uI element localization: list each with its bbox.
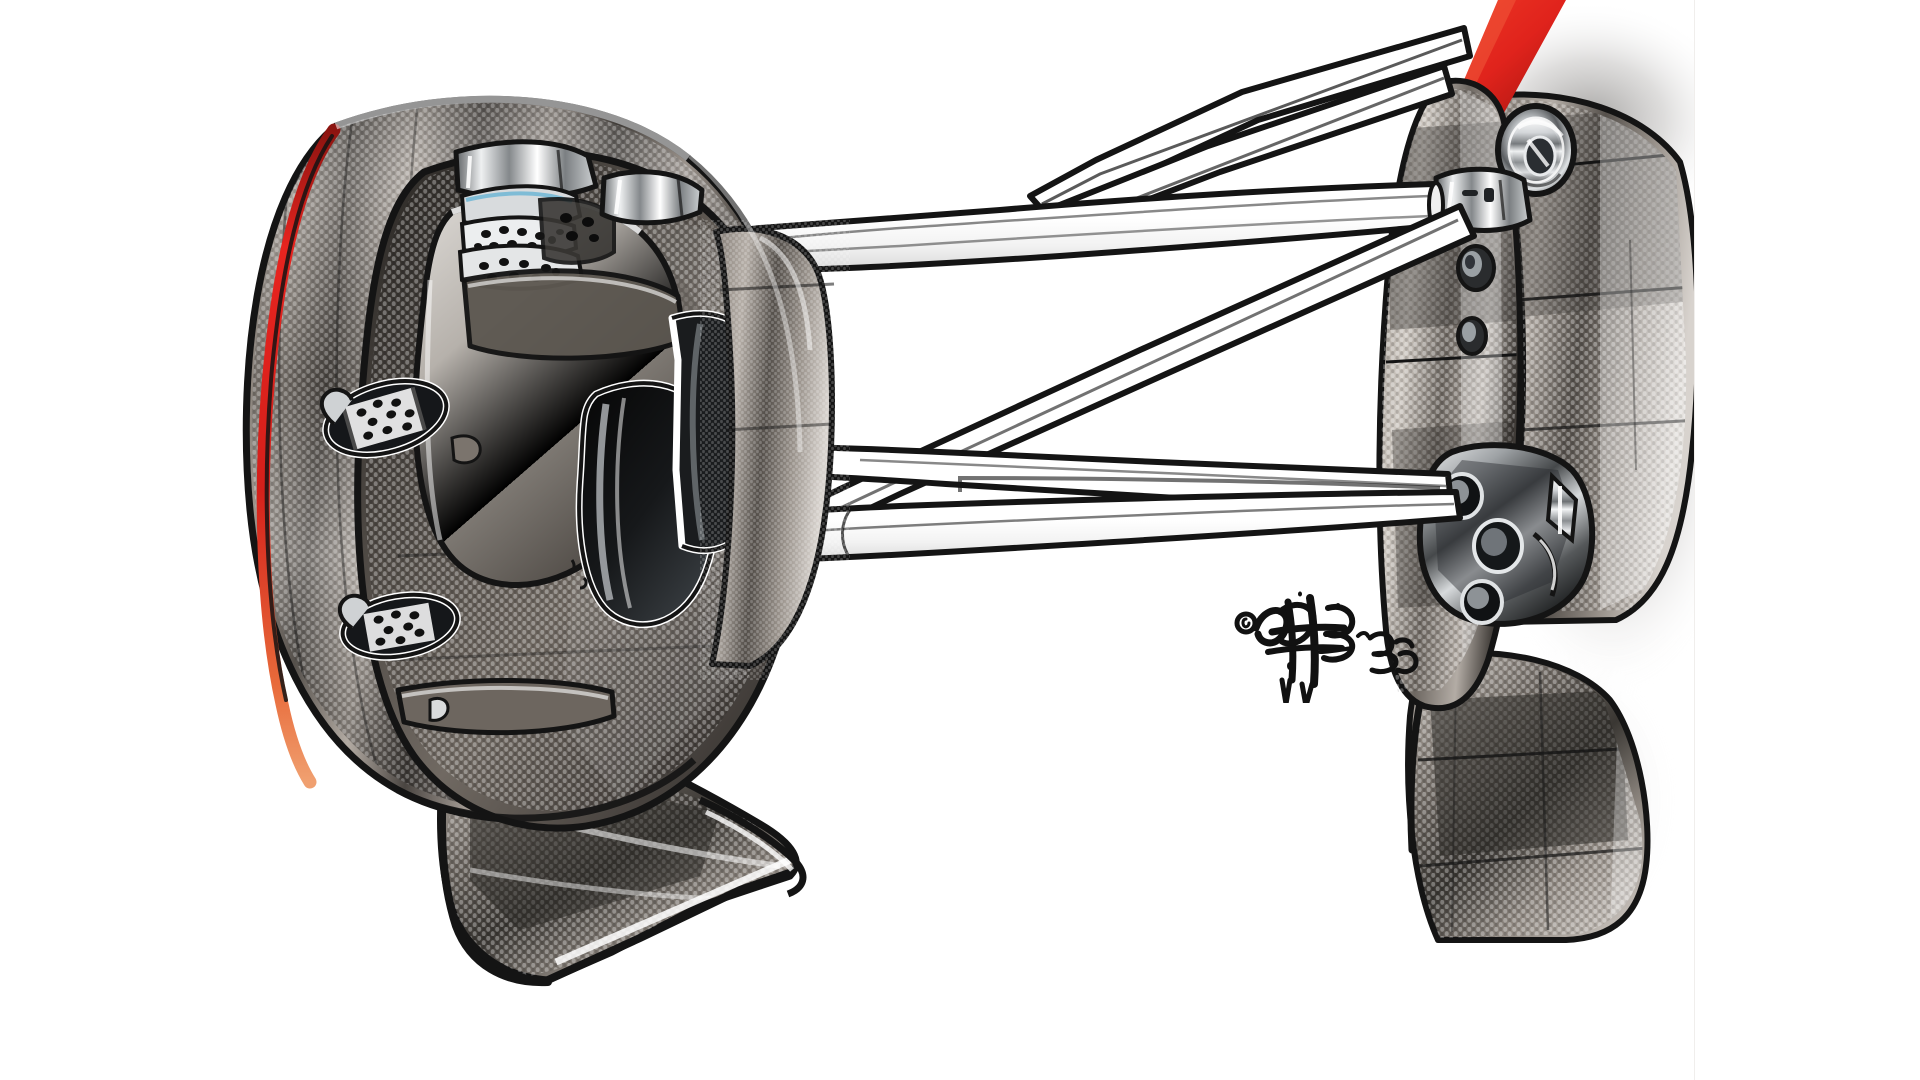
mesh-vent-upper xyxy=(319,377,450,459)
artboard: '15 xyxy=(242,0,1695,987)
wheel-tether-boss xyxy=(599,169,705,226)
duct-upper-scoop xyxy=(461,268,687,361)
drum-lower-plate xyxy=(395,677,617,736)
side-edge-highlights xyxy=(396,154,803,822)
brake-duct-cascade xyxy=(457,184,616,291)
upright-bolt-upper xyxy=(1456,244,1496,292)
technical-illustration xyxy=(242,0,1695,987)
rim-red-stripe xyxy=(256,123,341,789)
upright-bolt-lower xyxy=(1456,316,1488,356)
hub-nut-housing xyxy=(1495,103,1577,197)
rear-deflector-vane xyxy=(1405,650,1651,943)
mesh-vent-lower xyxy=(337,591,461,661)
duct-outer-fairing xyxy=(700,220,850,680)
signature-year: '15 xyxy=(1232,588,1253,592)
artist-signature: '15 xyxy=(1232,588,1419,703)
lower-upright-hub xyxy=(1416,442,1596,627)
artboard-edge xyxy=(1694,0,1695,1080)
drum-mid-rib xyxy=(450,434,482,465)
